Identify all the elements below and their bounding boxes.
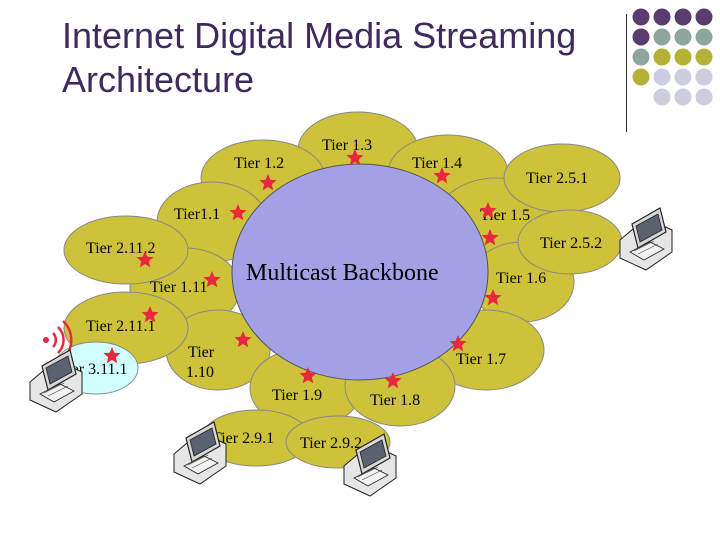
petal-tier-2-11-2 xyxy=(63,215,189,285)
decorative-dot xyxy=(695,88,713,106)
slide-title-line-1: Internet Digital Media Streaming xyxy=(62,15,577,56)
decorative-dot xyxy=(695,48,713,66)
label-tier-1-8: Tier 1.8 xyxy=(370,392,420,409)
star-marker-icon xyxy=(203,271,221,288)
label-tier-1-2: Tier 1.2 xyxy=(234,155,284,172)
decorative-dot xyxy=(674,28,692,46)
decorative-dot xyxy=(653,48,671,66)
decorative-dot xyxy=(653,68,671,86)
decorative-dot xyxy=(632,68,650,86)
star-marker-icon xyxy=(484,289,502,306)
star-markers xyxy=(103,149,502,389)
star-marker-icon xyxy=(384,372,402,389)
label-tier-1-3: Tier 1.3 xyxy=(322,137,372,154)
slide-title: Internet Digital Media Streaming Archite… xyxy=(62,14,622,102)
star-marker-icon xyxy=(234,331,252,348)
decorative-dot xyxy=(653,88,671,106)
backbone-label: Multicast Backbone xyxy=(246,260,439,286)
label-tier-2-11-2: Tier 2.11.2 xyxy=(86,240,156,257)
star-marker-icon xyxy=(136,251,154,268)
label-tier-1-7: Tier 1.7 xyxy=(456,351,506,368)
decorative-dot xyxy=(674,48,692,66)
star-marker-icon xyxy=(229,204,247,221)
decorative-dot xyxy=(674,68,692,86)
label-tier-1-1: Tier1.1 xyxy=(174,206,220,223)
star-marker-icon xyxy=(103,347,121,364)
star-marker-icon xyxy=(481,229,499,246)
star-marker-icon xyxy=(346,149,364,166)
labels: Tier 1.3 Tier 1.2 Tier 1.4 Tier 2.5.1 Ti… xyxy=(58,137,602,452)
star-marker-icon xyxy=(449,335,467,352)
label-tier-1-4: Tier 1.4 xyxy=(412,155,462,172)
label-tier-2-11-1: Tier 2.11.1 xyxy=(86,318,156,335)
decorative-dot xyxy=(632,48,650,66)
decorative-dot xyxy=(695,28,713,46)
decorative-dot xyxy=(695,68,713,86)
multicast-backbone xyxy=(231,163,489,381)
title-divider xyxy=(626,14,627,132)
star-marker-icon xyxy=(299,367,317,384)
label-tier-2-5-2: Tier 2.5.2 xyxy=(540,235,602,252)
computer-icon xyxy=(619,207,673,271)
star-marker-icon xyxy=(433,167,451,184)
label-tier-2-9-2: Tier 2.9.2 xyxy=(300,435,362,452)
star-marker-icon xyxy=(259,174,277,191)
label-tier-1-9: Tier 1.9 xyxy=(272,387,322,404)
label-tier-2-9-1: Tier 2.9.1 xyxy=(212,430,274,447)
decorative-dot xyxy=(674,8,692,26)
label-tier-1-10-a: Tier xyxy=(188,344,215,361)
star-marker-icon xyxy=(479,202,497,219)
decorative-dot xyxy=(674,88,692,106)
star-marker-icon xyxy=(141,306,159,323)
decorative-dot xyxy=(695,8,713,26)
decorative-dot xyxy=(653,28,671,46)
decorative-dot xyxy=(653,8,671,26)
slide-title-line-2: Architecture xyxy=(62,59,255,100)
decorative-dot xyxy=(632,8,650,26)
label-tier-1-6: Tier 1.6 xyxy=(496,270,546,287)
petal-ring xyxy=(129,111,575,429)
label-tier-1-11: Tier 1.11 xyxy=(150,279,208,296)
label-tier-1-10-b: 1.10 xyxy=(186,364,214,381)
label-tier-2-5-1: Tier 2.5.1 xyxy=(526,170,588,187)
decorative-dot xyxy=(632,28,650,46)
